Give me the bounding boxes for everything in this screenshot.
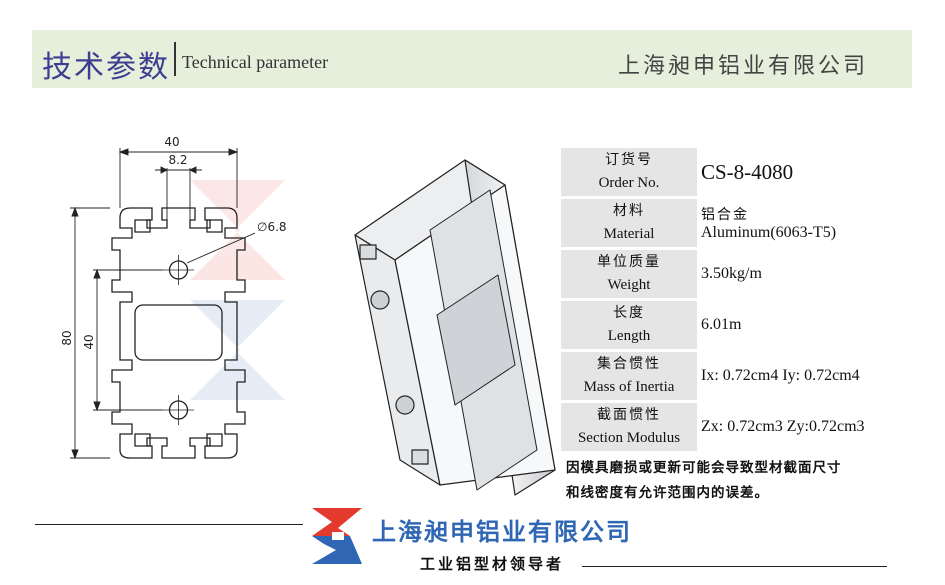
header-company-name: 上海昶申铝业有限公司 bbox=[617, 54, 868, 79]
spec-label: 长度 Length bbox=[561, 299, 697, 352]
iso-corner-cavity bbox=[411, 449, 429, 465]
profile-isometric-image bbox=[354, 159, 556, 496]
spec-label: 订货号 Order No. bbox=[561, 148, 697, 199]
spec-row-section-modulus: 截面惯性 Section Modulus Zx: 0.72cm3 Zy:0.72… bbox=[561, 401, 931, 454]
corner-cavity bbox=[206, 219, 223, 233]
spec-label: 集合惯性 Mass of Inertia bbox=[561, 350, 697, 403]
page-title: 技术参数 bbox=[42, 50, 170, 85]
iso-corner-cavity bbox=[359, 244, 377, 260]
spec-value-inertia: Ix: 0.72cm4 Iy: 0.72cm4 bbox=[697, 350, 931, 403]
footer-company-name: 上海昶申铝业有限公司 bbox=[372, 518, 632, 546]
company-logo bbox=[312, 508, 362, 564]
iso-core-hole bbox=[395, 395, 415, 415]
spec-row-material: 材料 Material 铝合金 Aluminum(6063-T5) bbox=[561, 197, 931, 250]
spec-table: 订货号 Order No. CS-8-4080 材料 Material 铝合金 … bbox=[561, 148, 931, 454]
corner-cavity bbox=[134, 433, 151, 447]
profile-outline bbox=[111, 207, 246, 459]
spec-row-inertia: 集合惯性 Mass of Inertia Ix: 0.72cm4 Iy: 0.7… bbox=[561, 350, 931, 403]
spec-label: 材料 Material bbox=[561, 197, 697, 250]
iso-core-hole bbox=[370, 290, 390, 310]
footer-rule-right bbox=[582, 566, 887, 567]
spec-value-weight: 3.50kg/m bbox=[697, 248, 931, 301]
dim-height-label: 80 bbox=[60, 330, 74, 345]
spec-value-material: 铝合金 Aluminum(6063-T5) bbox=[697, 197, 931, 250]
spec-label: 单位质量 Weight bbox=[561, 248, 697, 301]
iso-slot-groove bbox=[436, 274, 516, 406]
corner-cavity bbox=[206, 433, 223, 447]
dim-hole-label: ∅6.8 bbox=[257, 220, 287, 234]
profile-cross-section-drawing: 40 8.2 ∅6.8 80 40 bbox=[60, 135, 287, 460]
dim-pitch-label: 40 bbox=[82, 334, 96, 349]
footer-slogan: 工业铝型材领导者 bbox=[420, 555, 565, 573]
spec-value-section-modulus: Zx: 0.72cm3 Zy:0.72cm3 bbox=[697, 401, 931, 454]
footer-rule-left bbox=[35, 524, 303, 525]
spec-label: 截面惯性 Section Modulus bbox=[561, 401, 697, 454]
dim-width-label: 40 bbox=[164, 135, 179, 149]
corner-cavity bbox=[134, 219, 151, 233]
title-separator bbox=[174, 42, 176, 76]
page-subtitle: Technical parameter bbox=[182, 52, 329, 72]
spec-row-length: 长度 Length 6.01m bbox=[561, 299, 931, 352]
tolerance-note: 因模具磨损或更新可能会导致型材截面尺寸 和线密度有允许范围内的误差。 bbox=[566, 460, 842, 501]
spec-value-length: 6.01m bbox=[697, 299, 931, 352]
header-band: 技术参数 Technical parameter 上海昶申铝业有限公司 bbox=[32, 30, 912, 88]
spec-value-order-no: CS-8-4080 bbox=[697, 148, 931, 199]
watermark-logo bbox=[190, 180, 285, 400]
center-cavity bbox=[134, 304, 223, 361]
spec-row-order-no: 订货号 Order No. CS-8-4080 bbox=[561, 148, 931, 199]
dim-slot-label: 8.2 bbox=[168, 153, 187, 167]
spec-row-weight: 单位质量 Weight 3.50kg/m bbox=[561, 248, 931, 301]
